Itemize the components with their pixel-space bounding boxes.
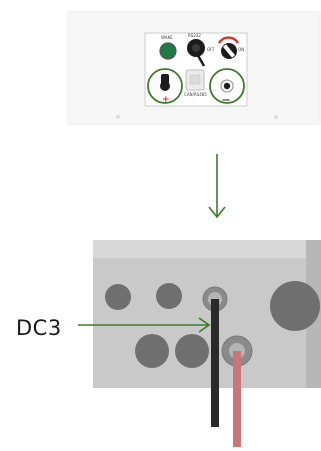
down-arrow [208, 154, 226, 219]
knockout-hole [175, 334, 209, 368]
switch-arc [217, 36, 240, 44]
wake-label: WAKE [161, 35, 173, 40]
negative-cable [211, 299, 219, 427]
dc3-label: DC3 [16, 316, 62, 340]
can-rs485-label: CAN/RS485 [184, 92, 207, 97]
knockout-hole [156, 283, 182, 309]
enclosure-top-face [93, 240, 321, 258]
positive-symbol: + [162, 95, 170, 105]
wake-button [159, 42, 177, 60]
rs232-cable [194, 51, 206, 67]
enclosure-side [93, 240, 321, 447]
highlight-positive [147, 68, 183, 104]
on-label: ON [238, 47, 245, 52]
positive-cable [233, 351, 241, 447]
battery-front-panel [67, 11, 321, 125]
highlight-negative [209, 68, 245, 104]
screw-right [274, 115, 278, 119]
rs232-label: RS232 [188, 33, 201, 38]
callout-arrow [78, 317, 211, 333]
knockout-hole [135, 334, 169, 368]
screw-left [116, 115, 120, 119]
knockout-hole [105, 284, 131, 310]
knockout-hole-large [270, 281, 320, 331]
negative-symbol: — [222, 95, 230, 104]
off-label: OFF [207, 47, 215, 52]
